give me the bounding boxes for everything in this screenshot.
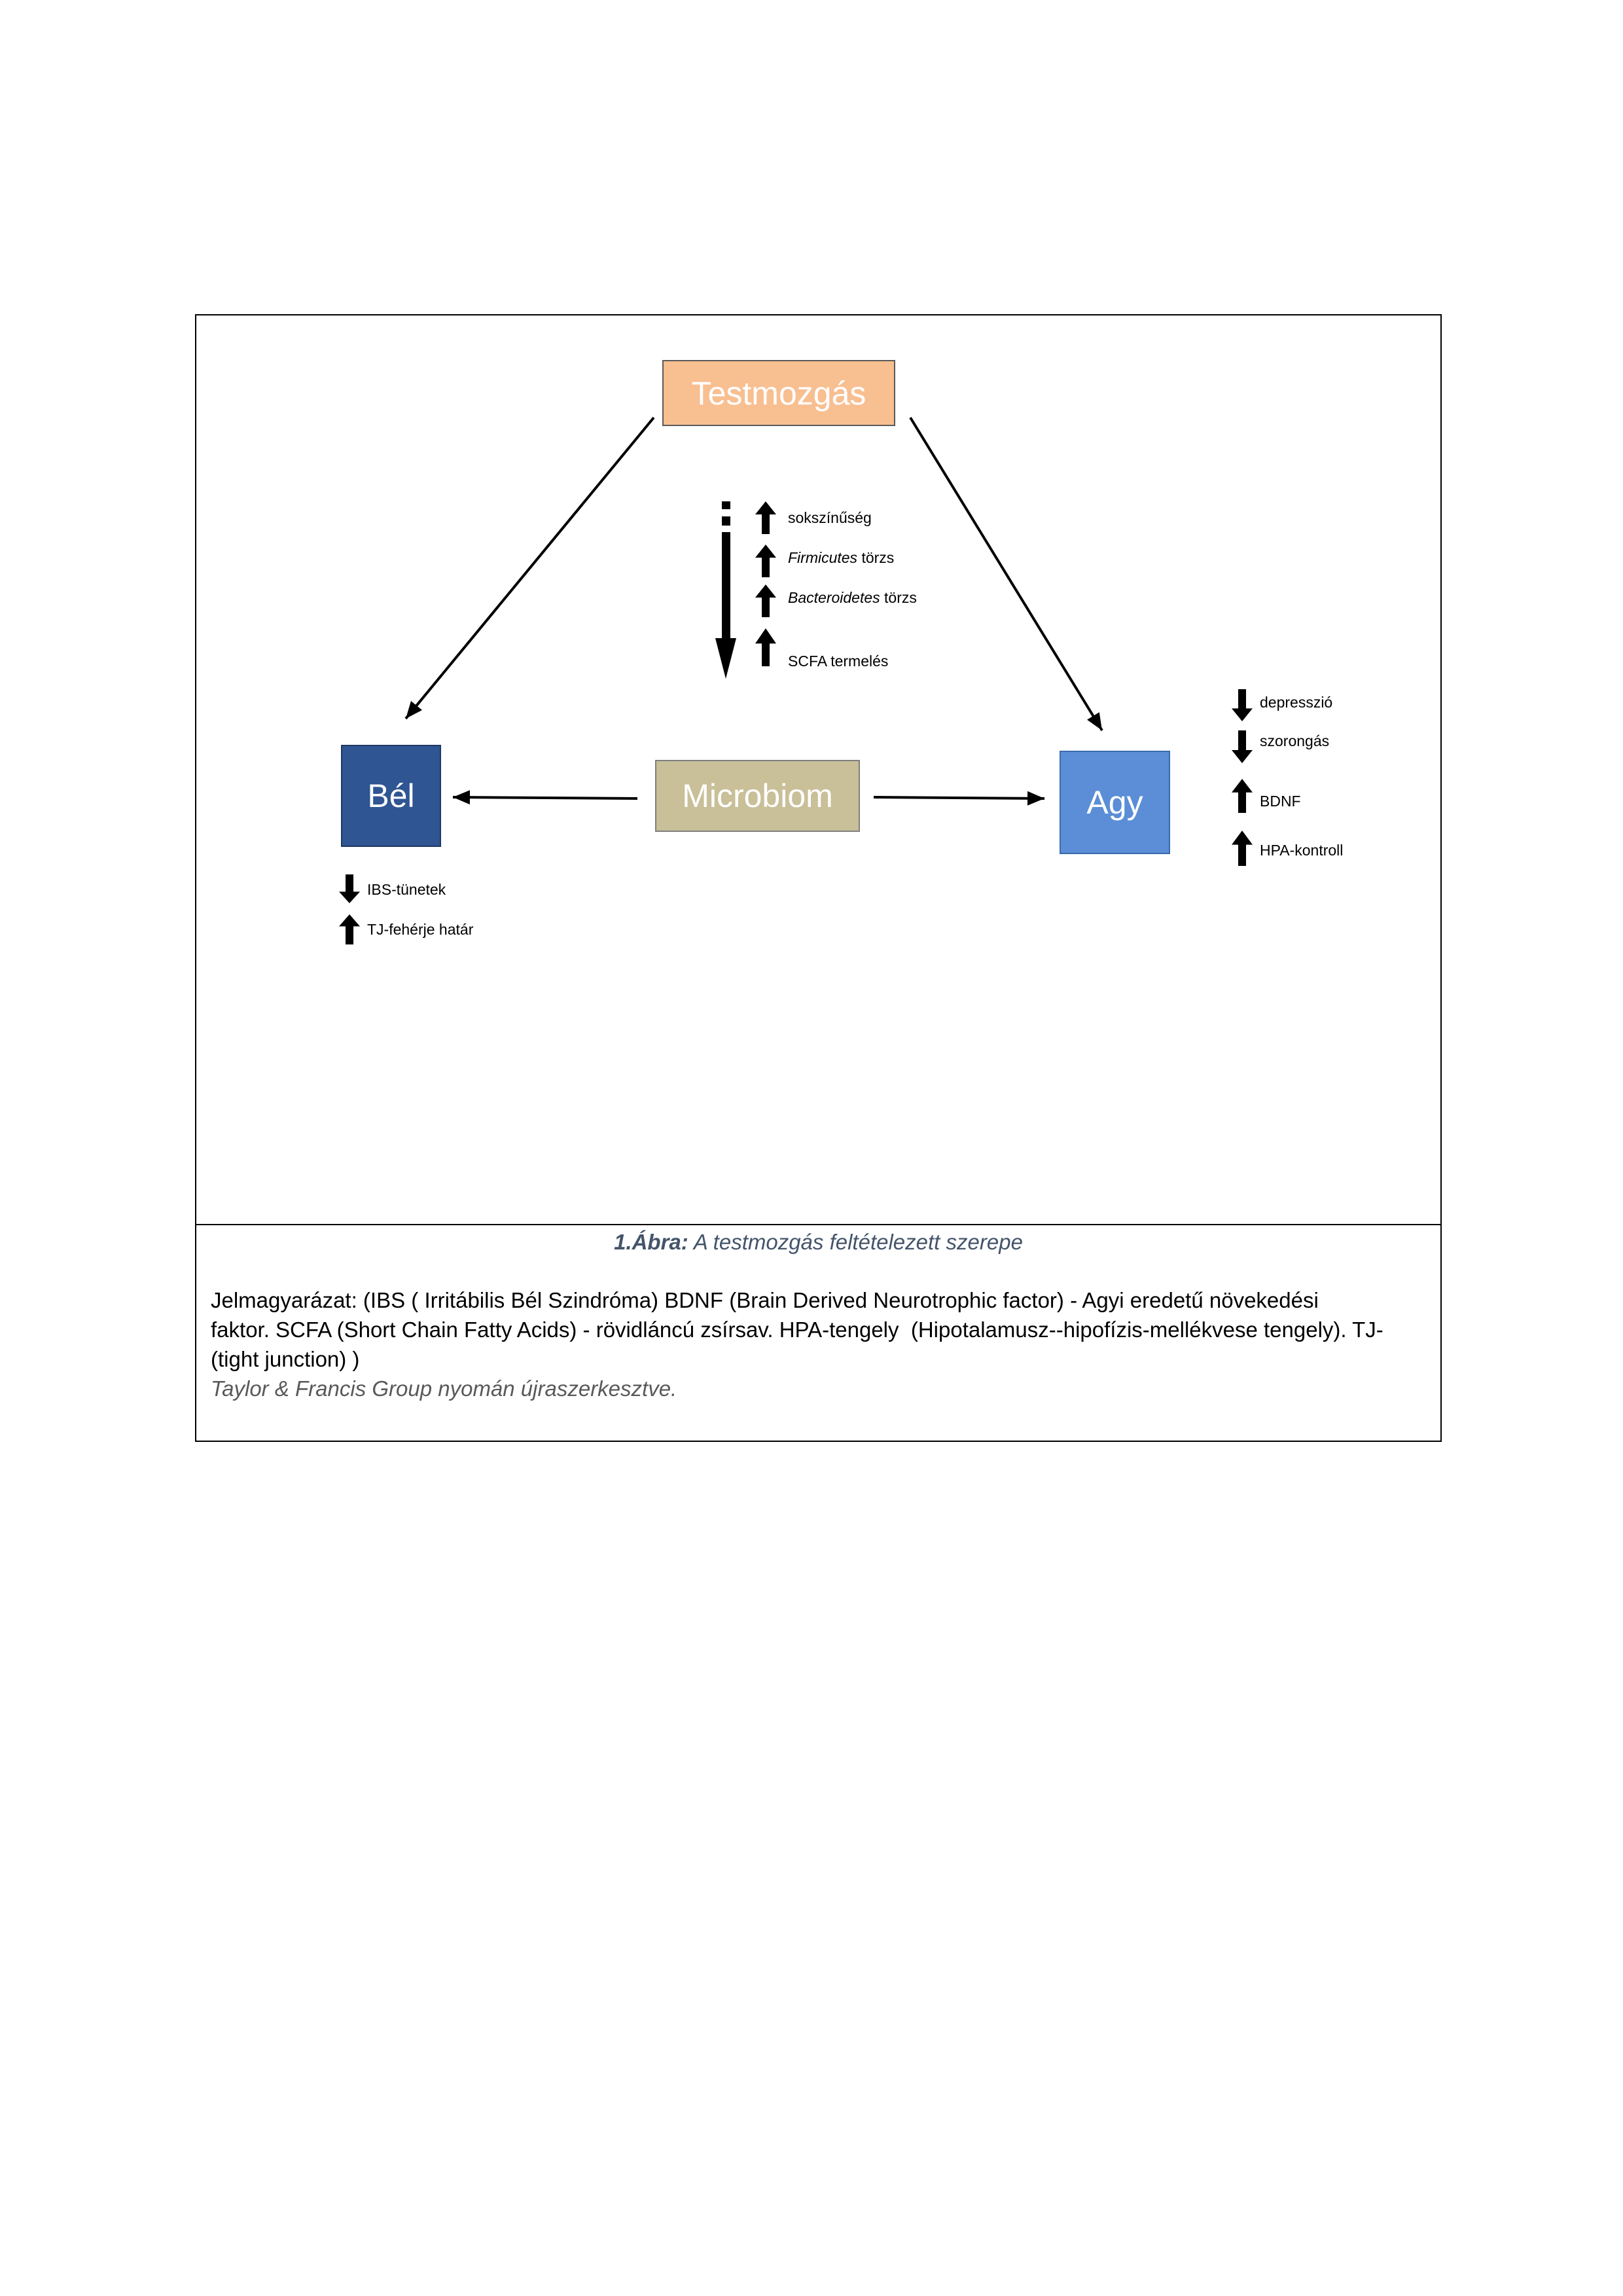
legend-line: (tight junction) ) [211, 1347, 360, 1371]
microbiome-change-item: Firmicutes törzs [755, 545, 991, 577]
microbiome-change-item: Bacteroidetes törzs [755, 584, 991, 617]
caption-divider [195, 1224, 1442, 1225]
microbiome-change-text: Firmicutes törzs [788, 548, 894, 567]
arrow-up-icon [755, 628, 776, 666]
arrow-up-icon [755, 501, 776, 534]
microbiome-change-item: sokszínűség [755, 501, 991, 534]
gut-effect-text: IBS-tünetek [367, 881, 446, 898]
brain-effect-text: BDNF [1260, 793, 1301, 810]
figure-caption: 1.Ábra: A testmozgás feltételezett szere… [195, 1229, 1442, 1255]
brain-effect-item: HPA-kontroll [1232, 831, 1467, 866]
arrow-exercise-to-microbiome [715, 501, 736, 679]
brain-effect-item: szorongás [1232, 730, 1467, 763]
taxon-name: Bacteroidetes [788, 589, 880, 606]
arrow-down-icon [339, 874, 360, 903]
microbiome-change-item: SCFA termelés [755, 628, 991, 670]
gut-effect-item: TJ-fehérje határ [339, 914, 575, 944]
arrow-up-icon [755, 584, 776, 617]
arrow-microbiome-to-brain [873, 791, 1045, 806]
taxon-rank: törzs [884, 589, 917, 606]
brain-effect-item: BDNF [1232, 779, 1467, 813]
gut-effect-item: IBS-tünetek [339, 874, 575, 903]
node-exercise-label: Testmozgás [691, 374, 866, 412]
node-brain-label: Agy [1086, 784, 1143, 821]
node-gut: Bél [341, 745, 441, 847]
microbiome-change-text: Bacteroidetes törzs [788, 588, 917, 607]
figure-frame [195, 314, 1442, 1442]
legend-source: Taylor & Francis Group nyomán újraszerke… [211, 1376, 677, 1401]
taxon-name: Firmicutes [788, 549, 858, 566]
arrow-up-icon [1232, 831, 1253, 866]
caption-label: 1.Ábra: [614, 1230, 688, 1254]
arrow-up-icon [1232, 779, 1253, 813]
microbiome-change-text: SCFA termelés [788, 653, 889, 670]
legend: Jelmagyarázat: (IBS ( Irritábilis Bél Sz… [211, 1285, 1435, 1403]
taxon-rank: törzs [861, 549, 895, 566]
node-brain: Agy [1060, 751, 1170, 854]
arrow-up-icon [339, 914, 360, 944]
node-microbiome-label: Microbiom [682, 778, 833, 814]
brain-effect-item: depresszió [1232, 689, 1467, 721]
brain-effect-text: HPA-kontroll [1260, 842, 1344, 859]
brain-effect-text: depresszió [1260, 694, 1333, 711]
legend-line: faktor. SCFA (Short Chain Fatty Acids) -… [211, 1318, 1383, 1342]
arrow-down-icon [1232, 730, 1253, 763]
arrow-up-icon [755, 545, 776, 577]
node-exercise: Testmozgás [662, 360, 895, 426]
arrow-down-icon [1232, 689, 1253, 721]
node-gut-label: Bél [367, 778, 415, 814]
brain-effect-text: szorongás [1260, 732, 1330, 749]
gut-effect-text: TJ-fehérje határ [367, 921, 474, 938]
microbiome-change-text: sokszínűség [788, 509, 872, 526]
arrow-exercise-to-brain [909, 416, 1103, 732]
connector-layer [404, 416, 1103, 806]
arrow-microbiome-to-gut [452, 790, 638, 805]
node-microbiome: Microbiom [655, 760, 860, 832]
caption-title: A testmozgás feltételezett szerepe [693, 1230, 1023, 1254]
arrow-exercise-to-gut [404, 416, 655, 720]
legend-line: Jelmagyarázat: (IBS ( Irritábilis Bél Sz… [211, 1288, 1319, 1312]
